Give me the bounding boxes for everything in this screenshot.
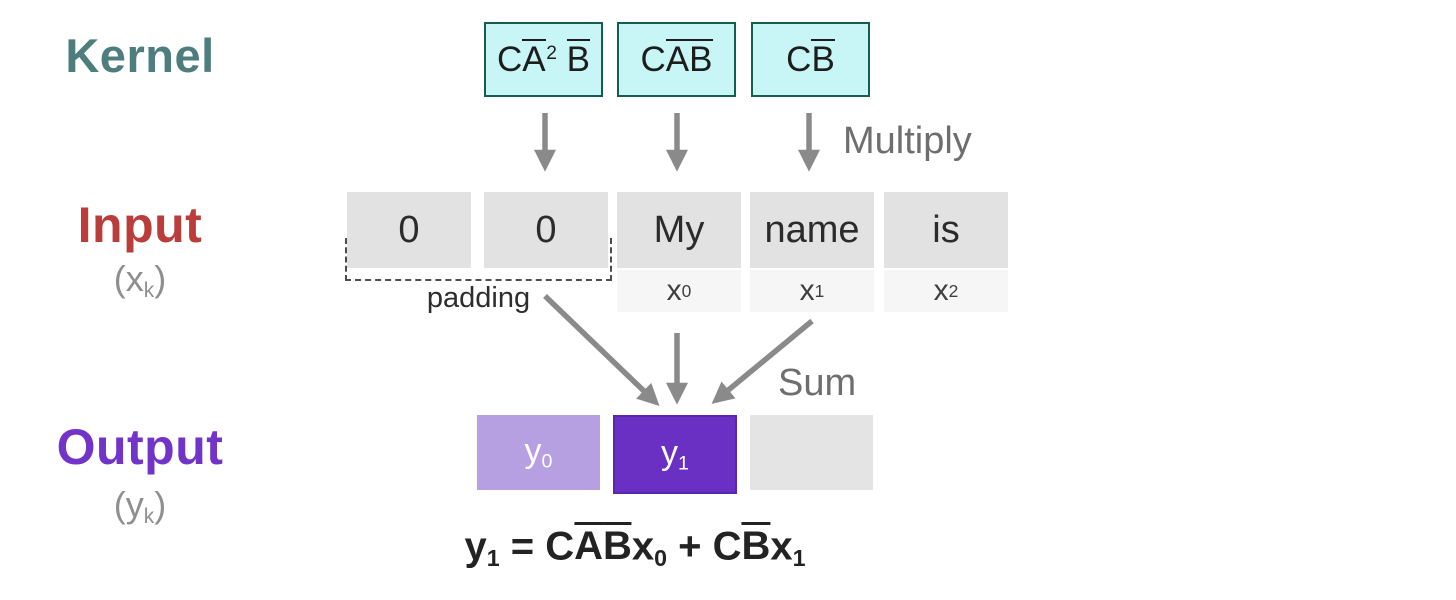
input-cell-x1: name: [750, 192, 874, 268]
sum-label: Sum: [778, 362, 857, 404]
input-cell-pad0: 0: [347, 192, 471, 268]
kernel-box-cab: CAB: [617, 22, 736, 97]
output-cell-empty: [750, 415, 873, 490]
multiply-label: Multiply: [843, 120, 972, 162]
input-cell-x2: is: [884, 192, 1008, 268]
output-row-label: Output: [56, 419, 224, 475]
padding-label: padding: [426, 282, 531, 314]
kernel-box-cb: CB: [751, 22, 870, 97]
input-row-sublabel: (xk): [113, 258, 167, 302]
kernel-box-cb-text: CB: [786, 38, 835, 80]
output-cell-y1-text: y1: [661, 433, 689, 475]
padding-bracket: [345, 238, 612, 281]
kernel-row-label: Kernel: [65, 29, 215, 82]
output-cell-y0: y0: [477, 415, 600, 490]
output-formula: y1 = CABx0 + CBx1: [464, 522, 806, 572]
input-row-label: Input: [77, 197, 203, 253]
output-row-sublabel: (yk): [113, 484, 167, 528]
kernel-box-ca2b: CA2 B: [484, 22, 603, 97]
output-cell-y0-text: y0: [524, 431, 553, 473]
output-cell-y1: y1: [613, 415, 737, 494]
kernel-box-ca2b-text: CA2 B: [496, 38, 590, 80]
input-cell-pad1: 0: [484, 192, 608, 268]
input-cell-x0: My: [617, 192, 741, 268]
kernel-box-cab-text: CAB: [640, 38, 713, 80]
